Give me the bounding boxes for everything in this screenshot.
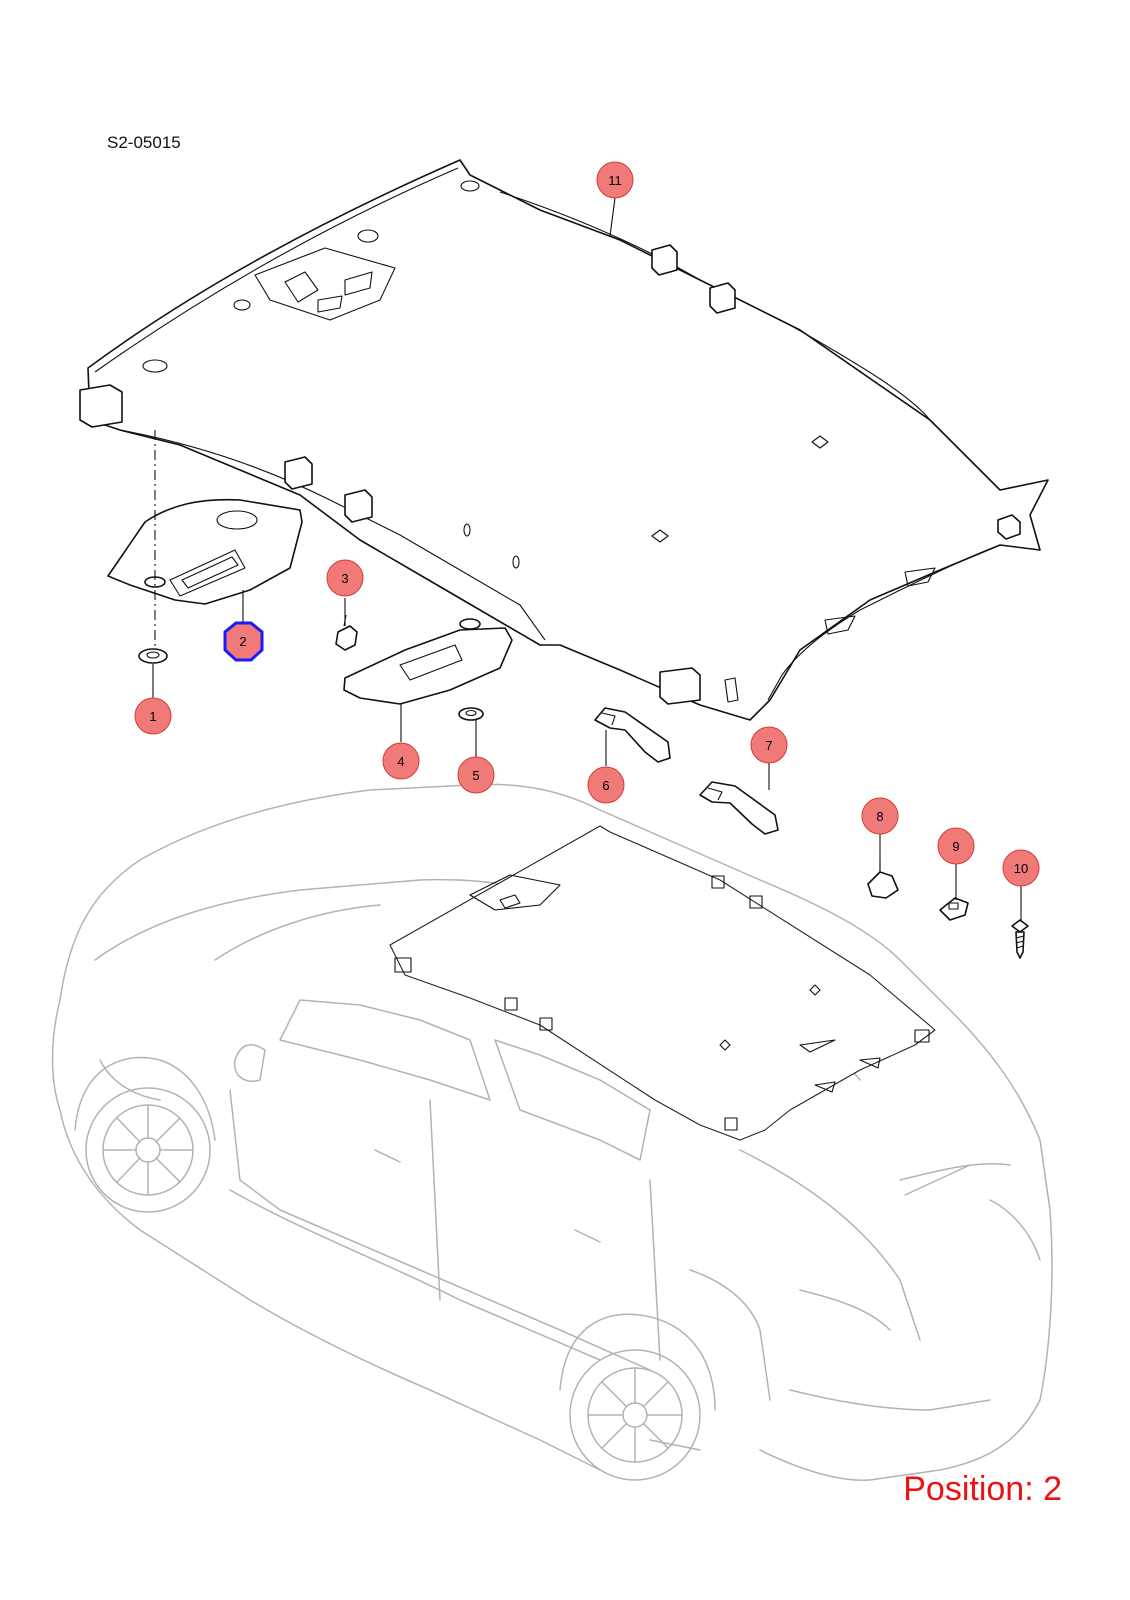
callout-5[interactable]: 5 [457, 756, 495, 794]
callout-4-bubble[interactable] [382, 742, 420, 780]
grab-handle-rear-part[interactable] [699, 781, 779, 835]
callout-2-label: 2 [239, 634, 246, 649]
callout-3-bubble[interactable] [326, 559, 364, 597]
callout-8[interactable]: 8 [861, 797, 899, 835]
callout-4-label: 4 [397, 754, 404, 769]
callout-10[interactable]: 10 [1002, 849, 1040, 887]
callout-6-bubble[interactable] [587, 766, 625, 804]
callout-1[interactable]: 1 [134, 697, 172, 735]
callout-10-bubble[interactable] [1002, 849, 1040, 887]
visor-bracket-screw-part[interactable] [335, 614, 358, 651]
bolt-part[interactable] [1011, 919, 1029, 959]
callout-1-label: 1 [149, 709, 156, 724]
callout-11-bubble[interactable] [596, 161, 634, 199]
callout-11-label: 11 [608, 173, 622, 188]
callout-1-bubble[interactable] [134, 697, 172, 735]
sun-visor-left-part[interactable] [107, 498, 303, 605]
callout-9[interactable]: 9 [937, 827, 975, 865]
callout-7[interactable]: 7 [750, 726, 788, 764]
callout-6-label: 6 [602, 778, 609, 793]
callout-9-bubble[interactable] [937, 827, 975, 865]
diagram-code: S2-05015 [107, 133, 181, 152]
callout-4[interactable]: 4 [382, 742, 420, 780]
callout-5-label: 5 [472, 768, 479, 783]
callout-5-bubble[interactable] [457, 756, 495, 794]
callout-7-label: 7 [765, 738, 772, 753]
callout-3-label: 3 [341, 571, 348, 586]
callout-8-label: 8 [876, 809, 883, 824]
vehicle-headliner-inset [389, 825, 936, 1141]
callout-10-label: 10 [1014, 861, 1028, 876]
callout-2-selected-bubble[interactable] [223, 621, 264, 662]
callout-2-selected[interactable]: 2 [223, 621, 264, 662]
sun-visor-right-part[interactable] [343, 618, 513, 705]
callout-8-bubble[interactable] [861, 797, 899, 835]
sun-visor-clip-left-part[interactable] [138, 648, 168, 664]
callout-6[interactable]: 6 [587, 766, 625, 804]
grab-handle-front-part[interactable] [594, 707, 671, 763]
callout-3[interactable]: 3 [326, 559, 364, 597]
callout-9-label: 9 [952, 839, 959, 854]
sun-visor-clip-right-part[interactable] [458, 707, 484, 721]
callout-7-bubble[interactable] [750, 726, 788, 764]
headliner-part[interactable] [79, 159, 1049, 721]
position-label: Position: 2 [903, 1470, 1062, 1508]
callout-11[interactable]: 11 [596, 161, 634, 199]
push-clip-part[interactable] [867, 860, 899, 899]
callout-leaders [152, 197, 1022, 922]
speed-nut-part[interactable] [939, 897, 969, 921]
